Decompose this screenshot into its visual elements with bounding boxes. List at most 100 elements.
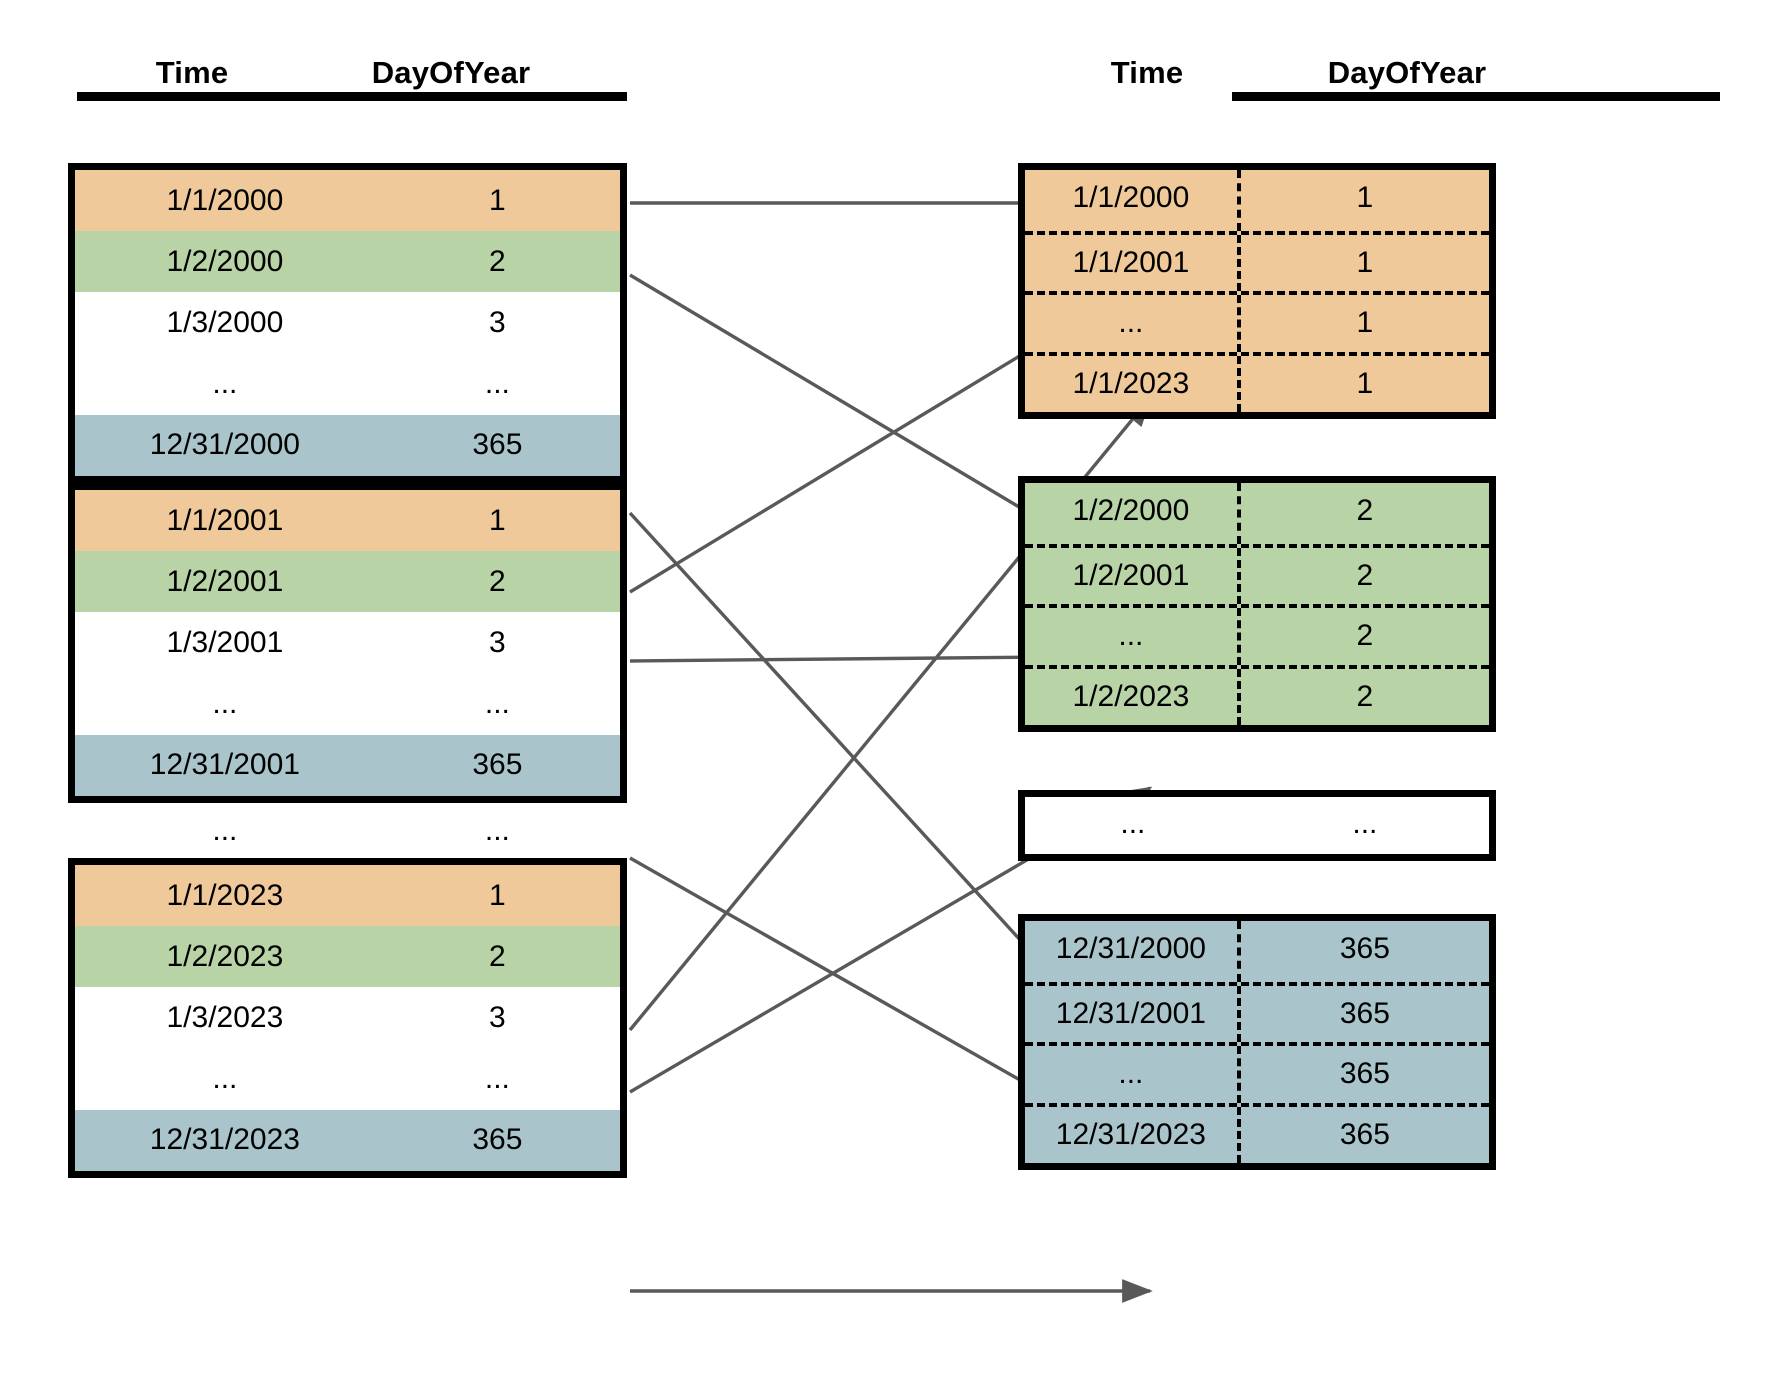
cell-dayofyear: 1 <box>489 183 506 217</box>
left-gap-ellipsis-row: ... ... <box>75 803 620 858</box>
left-table-year-2001: 1/1/2001 1 1/2/2001 2 1/3/2001 3...... 12/31/2… <box>68 483 627 803</box>
cell-time: 1/1/2023 <box>166 878 284 912</box>
cell-dayofyear: 2 <box>1356 558 1374 592</box>
table-row: 12/31/2023 365 <box>75 1109 620 1171</box>
cell-dayofyear: 2 <box>1356 679 1374 713</box>
cell-dayofyear: 365 <box>472 1123 523 1157</box>
cell-time: 1/1/2000 <box>1025 170 1241 231</box>
cell-time: ... <box>212 1062 238 1096</box>
table-row: ...... <box>1025 797 1489 854</box>
cell-dayofyear: 2 <box>489 939 506 973</box>
table-row: 12/31/2000 365 <box>1025 921 1489 982</box>
cell-dayofyear: 2 <box>489 564 506 598</box>
cell-time: 1/3/2001 <box>166 625 284 659</box>
table-row: 1/1/2023 1 <box>1025 351 1489 412</box>
table-row: 1/1/2023 1 <box>75 865 620 927</box>
cell-time: 1/1/2001 <box>1025 234 1241 291</box>
table-row: 1/2/2000 2 <box>75 231 620 293</box>
cell-time: 1/2/2001 <box>1025 547 1241 604</box>
table-row: ...... <box>75 1048 620 1110</box>
right-table-doy-1: 1/1/2000 1 1/1/2001 1... 1 1/1/2023 1 <box>1018 163 1496 419</box>
cell-time: ... <box>1025 1046 1241 1103</box>
cell-time: 1/3/2023 <box>166 1000 284 1034</box>
cell-dayofyear: 1 <box>1356 245 1374 279</box>
right-table-doy-ellipsis: ...... <box>1018 790 1496 861</box>
cell-dayofyear: 2 <box>489 244 506 278</box>
table-row: ... 365 <box>1025 1042 1489 1103</box>
cell-time: 12/31/2023 <box>149 1123 300 1157</box>
cell-time: 12/31/2001 <box>149 748 300 782</box>
cell-time: ... <box>1025 295 1241 352</box>
cell-time: ... <box>212 687 238 721</box>
table-row: 1/2/2023 2 <box>75 926 620 988</box>
cell-time: 12/31/2001 <box>1025 985 1241 1042</box>
cell-time: 12/31/2000 <box>1025 921 1241 982</box>
table-row: 1/2/2001 2 <box>75 551 620 613</box>
table-row: ... 2 <box>1025 604 1489 665</box>
cell-time: 12/31/2000 <box>149 428 300 462</box>
cell-time: 12/31/2023 <box>1025 1106 1241 1163</box>
cell-dayofyear: ... <box>484 1062 510 1096</box>
right-table-doy-2: 1/2/2000 2 1/2/2001 2... 2 1/2/2023 2 <box>1018 476 1496 732</box>
table-row: 1/1/2001 1 <box>75 490 620 552</box>
table-row: 1/1/2000 1 <box>75 170 620 232</box>
cell-time: 1/1/2023 <box>1025 355 1241 412</box>
table-row: 12/31/2001 365 <box>1025 981 1489 1042</box>
cell-dayofyear: ... <box>484 687 510 721</box>
cell-dayofyear: 3 <box>489 305 506 339</box>
table-row: 12/31/2000 365 <box>75 414 620 476</box>
cell-dayofyear: 2 <box>1356 494 1374 527</box>
cell-time: ... <box>1120 807 1146 840</box>
table-row: 1/3/2000 3 <box>75 292 620 354</box>
cell-dayofyear: 365 <box>1339 1117 1390 1151</box>
cell-dayofyear: 365 <box>1339 996 1390 1030</box>
cell-dayofyear: 1 <box>489 503 506 537</box>
cell-time: 1/2/2023 <box>166 939 284 973</box>
cell-time: 1/2/2000 <box>166 244 284 278</box>
table-row: 12/31/2023 365 <box>1025 1102 1489 1163</box>
cell-time: 1/2/2001 <box>166 564 284 598</box>
cell-dayofyear: ... <box>484 367 510 401</box>
cell-time: ... <box>1025 608 1241 665</box>
table-row: 1/2/2000 2 <box>1025 483 1489 544</box>
cell-dayofyear: 1 <box>489 878 506 912</box>
cell-dayofyear: ... <box>1352 807 1378 840</box>
right-header-rule <box>1232 92 1720 101</box>
cell-dayofyear: 3 <box>489 625 506 659</box>
cell-dayofyear: 365 <box>1339 1057 1390 1090</box>
table-row: 1/2/2023 2 <box>1025 664 1489 725</box>
table-row: 1/3/2001 3 <box>75 612 620 674</box>
table-row: 1/3/2023 3 <box>75 987 620 1049</box>
left-header-rule <box>77 92 627 101</box>
cell-time: 1/1/2000 <box>166 183 284 217</box>
cell-time: 1/1/2001 <box>166 503 284 537</box>
left-header-time: Time <box>155 55 229 90</box>
table-row: 1/1/2000 1 <box>1025 170 1489 231</box>
cell-time: 1/3/2000 <box>166 305 284 339</box>
cell-dayofyear: 1 <box>1356 306 1374 339</box>
cell-dayofyear: 365 <box>1339 932 1390 965</box>
cell-time: 1/2/2000 <box>1025 483 1241 544</box>
cell-dayofyear: 365 <box>472 748 523 782</box>
right-header-time: Time <box>1110 55 1184 90</box>
cell-time: 1/2/2023 <box>1025 668 1241 725</box>
cell-dayofyear: 1 <box>1356 366 1374 400</box>
cell-dayofyear: 2 <box>1356 619 1374 652</box>
gap-time-cell: ... <box>212 813 238 847</box>
table-row: 1/1/2001 1 <box>1025 230 1489 291</box>
left-header-dayofyear: DayOfYear <box>371 55 531 90</box>
table-row: 1/2/2001 2 <box>1025 543 1489 604</box>
table-row: ... 1 <box>1025 291 1489 352</box>
cell-dayofyear: 3 <box>489 1000 506 1034</box>
cell-time: ... <box>212 367 238 401</box>
gap-day-cell: ... <box>484 813 510 847</box>
cell-dayofyear: 1 <box>1356 181 1374 214</box>
cell-dayofyear: 365 <box>472 428 523 462</box>
right-header-dayofyear: DayOfYear <box>1327 55 1487 90</box>
table-row: ...... <box>75 353 620 415</box>
table-row: 12/31/2001 365 <box>75 734 620 796</box>
